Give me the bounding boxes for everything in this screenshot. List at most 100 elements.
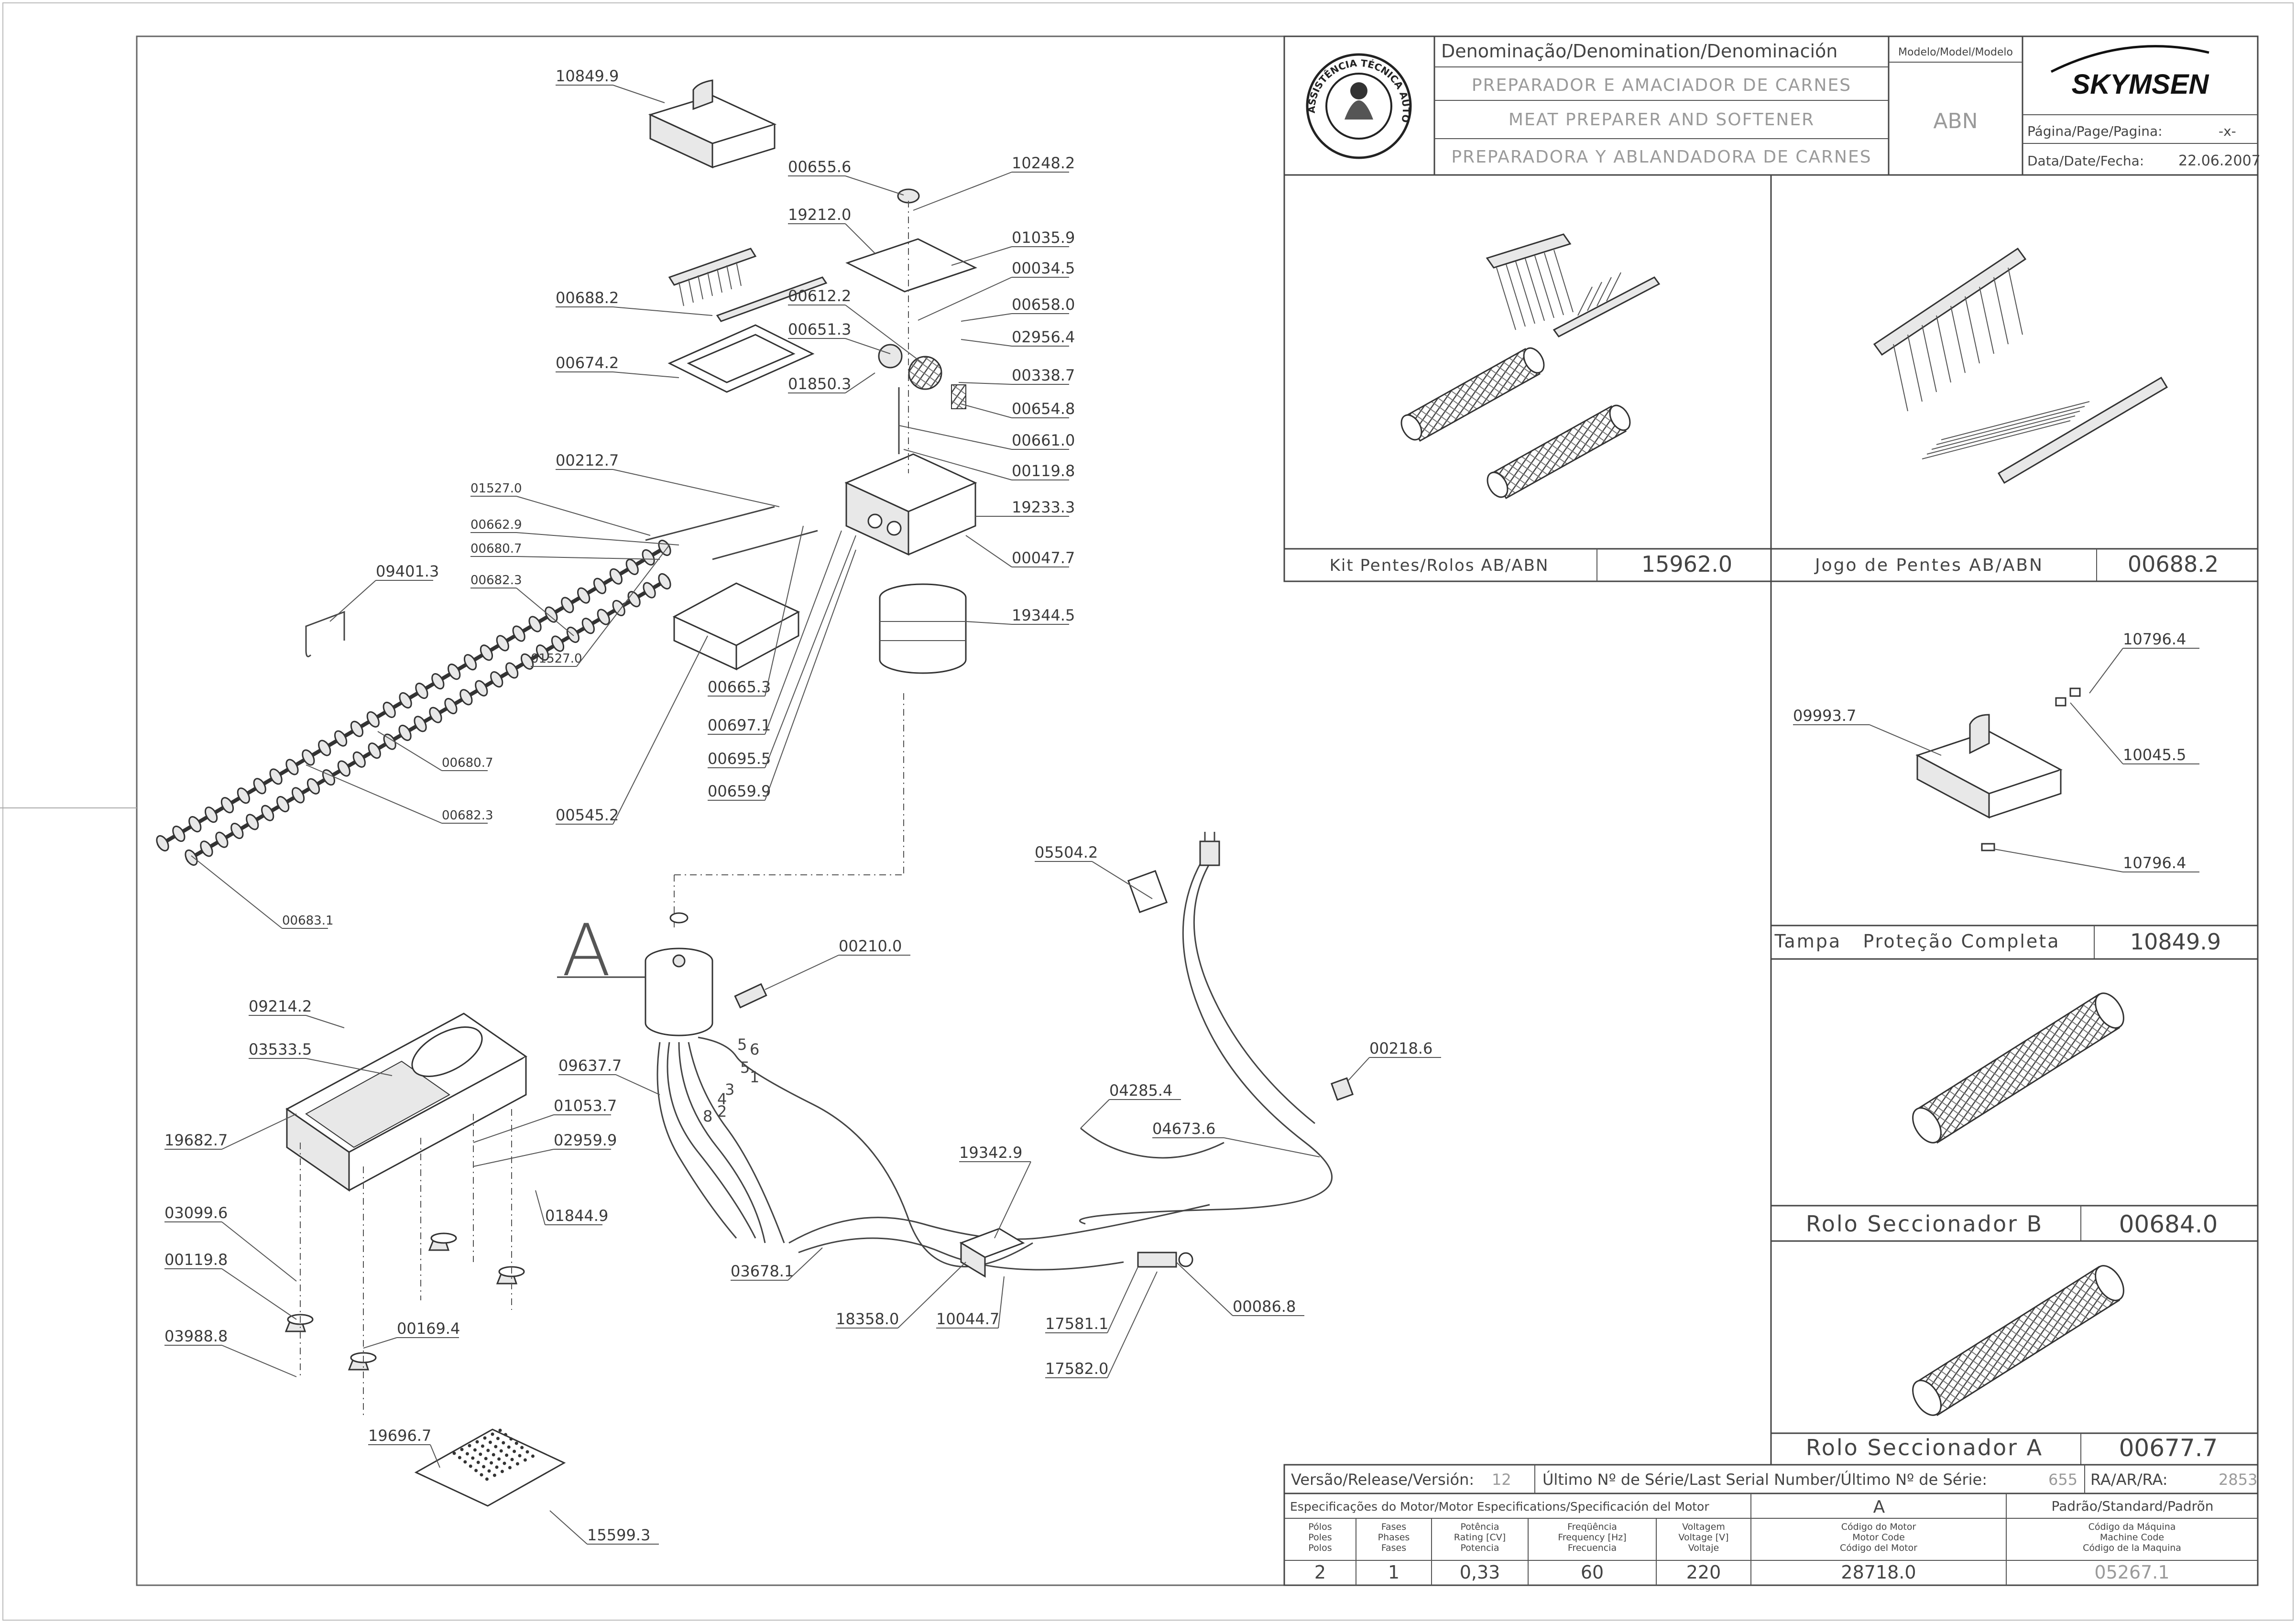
roll-disc xyxy=(253,778,266,795)
part-label: 19344.5 xyxy=(1012,606,1075,624)
capacitor-part xyxy=(734,983,767,1009)
motor-spec-value: 2 xyxy=(1314,1562,1326,1583)
leader-line xyxy=(845,338,891,354)
shaft-part-2 xyxy=(712,530,818,560)
knob-part xyxy=(897,188,920,204)
roll-disc xyxy=(581,618,595,634)
wire-number: 8 xyxy=(703,1107,712,1125)
motor-spec-head: Machine Code xyxy=(2100,1532,2164,1543)
motor-spec-columns: PólosPolesPolos2FasesPhasesFases1Potênci… xyxy=(1308,1522,2181,1583)
leader-line xyxy=(329,580,376,622)
leader-line xyxy=(965,535,1012,567)
leader-line xyxy=(765,525,804,697)
product-name-es: PREPARADORA Y ABLANDADORA DE CARNES xyxy=(1451,147,1871,167)
leader-line xyxy=(1092,861,1153,899)
part-label: 01035.9 xyxy=(1012,229,1075,247)
exploded-drawing-parts: A xyxy=(156,79,1354,1507)
wire-number: 6 xyxy=(750,1040,759,1058)
leader-line xyxy=(897,1262,966,1329)
leader-line xyxy=(787,1247,823,1281)
part-label: 01527.0 xyxy=(470,481,522,496)
part-label: 00662.9 xyxy=(470,518,522,532)
leader-line xyxy=(1224,1137,1320,1157)
leader-line xyxy=(951,246,1012,266)
ra-label: RA/AR/RA: xyxy=(2090,1471,2168,1489)
leader-line xyxy=(1107,1266,1138,1333)
roll-disc xyxy=(561,597,574,613)
roll-a-illustration xyxy=(1912,1265,2124,1416)
top-plate-part xyxy=(845,238,977,293)
motor-spec-value: 05267.1 xyxy=(2094,1562,2169,1583)
grille-hole xyxy=(503,1433,507,1437)
part-label: 00682.3 xyxy=(470,573,522,588)
roll-disc xyxy=(429,707,442,723)
hook-part xyxy=(305,610,345,657)
motor-spec-head: Frecuencia xyxy=(1568,1543,1617,1553)
kit-1-name: Kit Pentes/Rolos AB/ABN xyxy=(1330,556,1549,575)
part-label: 00651.3 xyxy=(788,320,851,338)
kit-5-code: 00677.7 xyxy=(2119,1434,2218,1462)
kit-panels: Kit Pentes/Rolos AB/ABN 15962.0 Jogo de … xyxy=(1283,174,2259,1466)
rubber-foot-part xyxy=(284,1232,525,1371)
motor-spec-head: Rating [CV] xyxy=(1454,1532,1506,1543)
date-label: Data/Date/Fecha: xyxy=(2027,153,2144,169)
shaft-part-1 xyxy=(645,506,775,541)
leader-line xyxy=(765,530,842,735)
leader-line xyxy=(306,1058,393,1076)
roll-support-part xyxy=(672,582,800,671)
grille-hole xyxy=(500,1470,504,1473)
motor-ring-part xyxy=(879,583,967,674)
switch-part xyxy=(1137,1252,1193,1268)
leader-line xyxy=(576,545,670,667)
grille-hole xyxy=(465,1452,469,1456)
motor-variant: A xyxy=(1873,1497,1885,1517)
grille-hole xyxy=(495,1465,499,1469)
grille-hole xyxy=(520,1446,524,1449)
roll-disc xyxy=(230,823,244,839)
roll-disc xyxy=(490,671,503,688)
part-label: 00654.8 xyxy=(1012,400,1075,418)
cover-part-09993-7: 09993.7 xyxy=(1793,707,1856,725)
leader-line xyxy=(845,175,904,196)
leader-line xyxy=(845,223,875,254)
grille-hole xyxy=(531,1454,535,1458)
roll-disc xyxy=(246,814,259,830)
leader-line xyxy=(191,855,283,929)
part-label: 00674.2 xyxy=(556,354,619,372)
roll-disc xyxy=(302,749,315,766)
roll-disc xyxy=(475,680,488,697)
grille-hole xyxy=(490,1461,493,1465)
grille-hole xyxy=(523,1458,527,1462)
kit-combs-rolls-illustration xyxy=(1400,233,1661,500)
part-label: 00665.3 xyxy=(708,678,771,696)
part-label: 09401.3 xyxy=(376,562,439,580)
roll-disc xyxy=(512,625,525,642)
grille-hole xyxy=(474,1469,478,1472)
wire-number: 1 xyxy=(750,1068,759,1086)
roll-disc xyxy=(399,692,412,709)
roll-disc xyxy=(334,730,348,747)
brand-swoosh xyxy=(2050,45,2209,73)
wire-number: 2 xyxy=(717,1102,727,1121)
leader-line xyxy=(1080,1099,1110,1129)
part-label: 01053.7 xyxy=(554,1097,617,1115)
roll-disc xyxy=(383,733,396,750)
wire-number: 5 xyxy=(737,1035,747,1054)
part-label: 03988.8 xyxy=(164,1327,228,1345)
leader-line xyxy=(994,1161,1031,1239)
roll-disc xyxy=(188,816,202,833)
grille-hole xyxy=(488,1440,492,1444)
part-label: 00169.4 xyxy=(397,1319,460,1338)
motor-spec-value: 60 xyxy=(1581,1562,1604,1583)
leader-line xyxy=(961,339,1012,347)
view-marker-a: A xyxy=(562,909,611,992)
part-label: 19696.7 xyxy=(368,1427,431,1445)
leader-line xyxy=(965,621,1012,625)
part-label: 00047.7 xyxy=(1012,549,1075,567)
grille-hole xyxy=(480,1473,483,1477)
motor-spec-head: Poles xyxy=(1308,1532,1332,1543)
grille-hole xyxy=(483,1436,487,1440)
part-label: 00658.0 xyxy=(1012,295,1075,314)
part-label: 10044.7 xyxy=(936,1310,999,1328)
